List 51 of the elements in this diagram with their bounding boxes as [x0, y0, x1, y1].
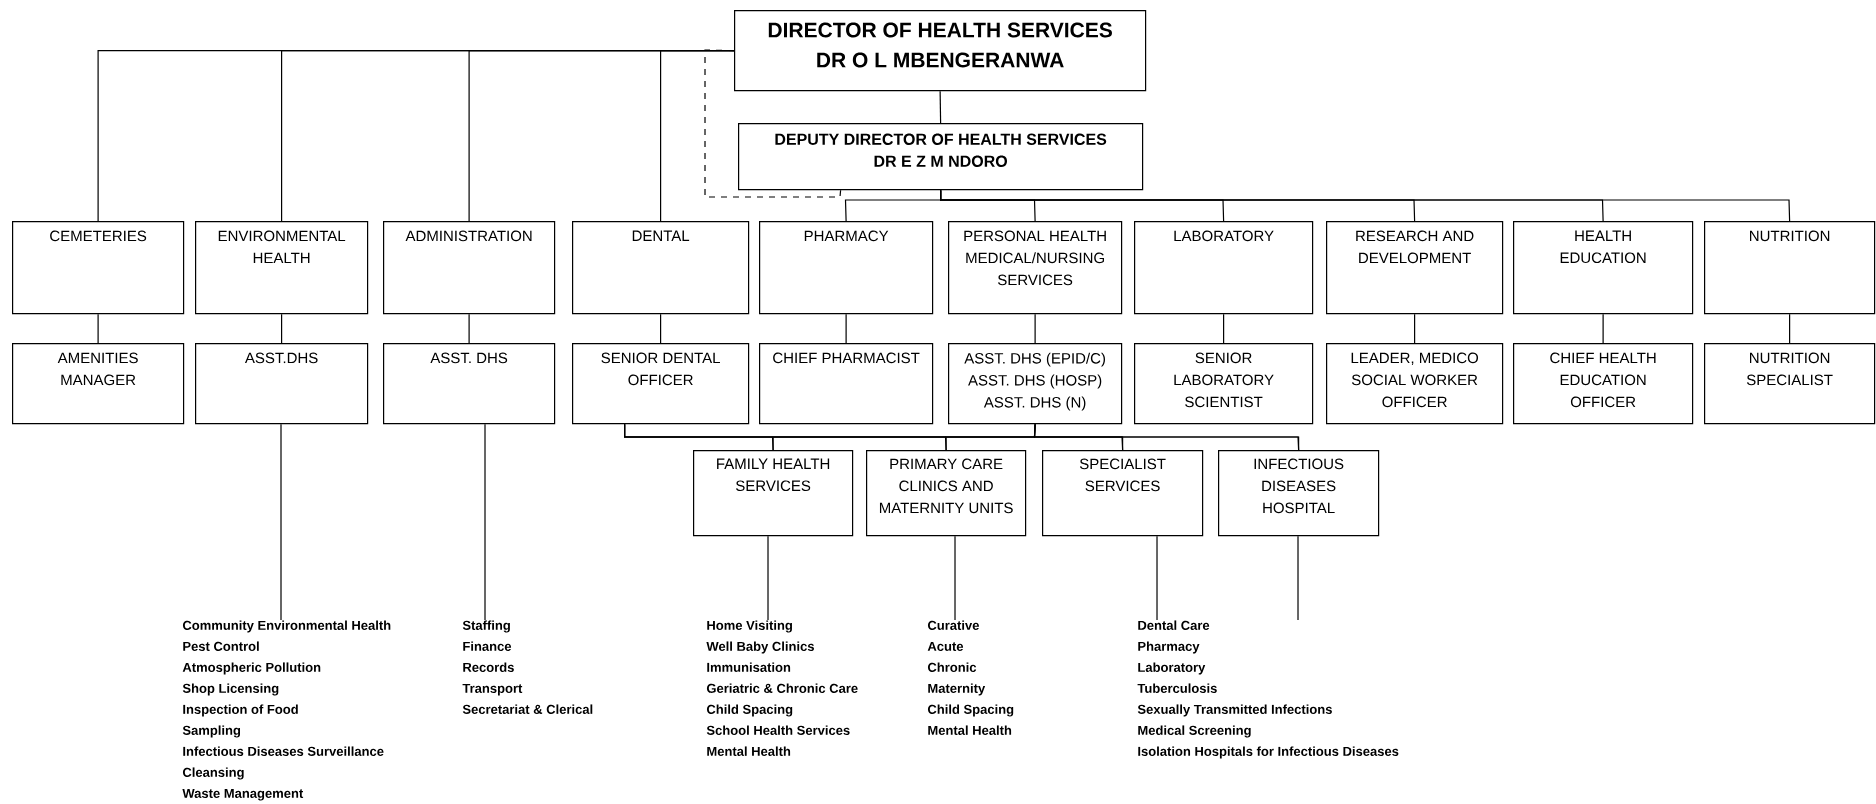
connector-line — [1297, 535, 1299, 621]
service-list: Community Environmental Health Pest Control Atmospheric Pollution Shop Licensing Inspection of Food Sampling Infectious Diseases Surveillance Cleansing Waste Management — [182, 620, 391, 801]
department-box: ADMINISTRATION — [383, 221, 556, 315]
officer-box: ASST. DHS (EPID/C) ASST. DHS (HOSP) ASST. DHS (N) — [948, 343, 1123, 425]
officer-box: ASST.DHS — [195, 343, 369, 425]
position-box: DEPUTY DIRECTOR OF HEALTH SERVICES DR E Z M NDORO — [738, 123, 1144, 191]
connector-line — [1034, 313, 1036, 344]
department-box: LABORATORY — [1134, 221, 1314, 315]
department-box: HEALTH EDUCATION — [1513, 221, 1694, 315]
service-list: Staffing Finance Records Transport Secretariat & Clerical — [462, 620, 593, 714]
connector-line — [954, 535, 956, 621]
officer-box: LEADER, MEDICO SOCIAL WORKER OFFICER — [1326, 343, 1504, 425]
officer-box: NUTRITION SPECIALIST — [1704, 343, 1876, 425]
department-box: RESEARCH AND DEVELOPMENT — [1326, 221, 1504, 315]
connector-line — [940, 189, 1791, 222]
connector-line — [484, 423, 486, 621]
connector-line — [1602, 313, 1604, 344]
officer-box: ASST. DHS — [383, 343, 556, 425]
position-box: DIRECTOR OF HEALTH SERVICES DR O L MBENGERANWA — [734, 10, 1147, 92]
department-box: DENTAL — [572, 221, 750, 315]
service-box: FAMILY HEALTH SERVICES — [693, 450, 854, 537]
officer-box: CHIEF HEALTH EDUCATION OFFICER — [1513, 343, 1694, 425]
officer-box: SENIOR LABORATORY SCIENTIST — [1134, 343, 1314, 425]
service-box: INFECTIOUS DISEASES HOSPITAL — [1218, 450, 1380, 537]
connector-line — [624, 423, 1300, 451]
connector-line — [939, 90, 942, 124]
connector-line — [767, 535, 769, 621]
department-box: PERSONAL HEALTH MEDICAL/NURSING SERVICES — [948, 221, 1123, 315]
service-box: SPECIALIST SERVICES — [1042, 450, 1204, 537]
department-box: ENVIRONMENTAL HEALTH — [195, 221, 369, 315]
connector-line — [704, 49, 842, 198]
connector-line — [97, 313, 99, 344]
service-box: PRIMARY CARE CLINICS AND MATERNITY UNITS — [866, 450, 1027, 537]
connector-line — [1156, 535, 1158, 621]
connector-line — [1789, 313, 1791, 344]
connector-line — [1223, 313, 1225, 344]
service-list: Curative Acute Chronic Maternity Child Spacing Mental Health — [927, 620, 1014, 735]
connector-line — [660, 313, 662, 344]
service-list: Dental Care Pharmacy Laboratory Tuberculosis Sexually Transmitted Infections Medical Screening Isolation Hospitals for Infectious Diseases — [1137, 620, 1399, 759]
service-list: Home Visiting Well Baby Clinics Immunisation Geriatric & Chronic Care Child Spacing School Health Services Mental Health — [706, 620, 858, 756]
officer-box: SENIOR DENTAL OFFICER — [572, 343, 750, 425]
officer-box: AMENITIES MANAGER — [12, 343, 185, 425]
department-box: PHARMACY — [759, 221, 934, 315]
connector-line — [280, 423, 282, 621]
department-box: NUTRITION — [1704, 221, 1876, 315]
connector-line — [281, 313, 283, 344]
officer-box: CHIEF PHARMACIST — [759, 343, 934, 425]
department-box: CEMETERIES — [12, 221, 185, 315]
connector-line — [1414, 313, 1416, 344]
connector-line — [468, 313, 470, 344]
connector-line — [845, 313, 847, 344]
